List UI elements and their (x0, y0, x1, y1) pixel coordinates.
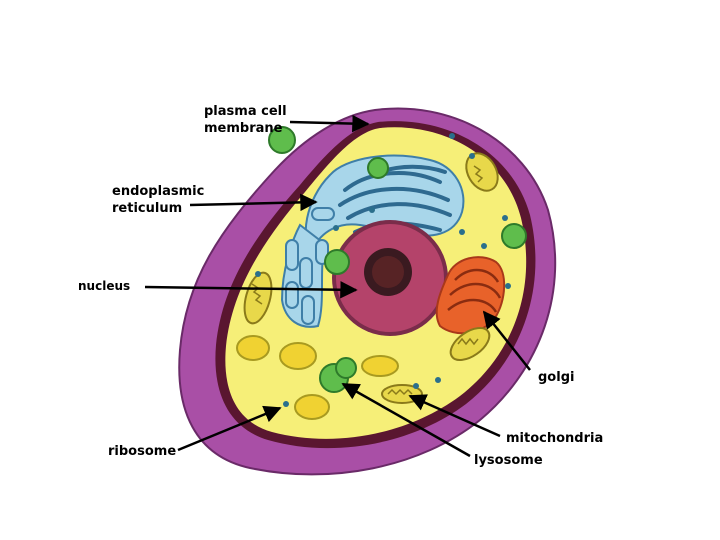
arrow-ribosome (177, 405, 282, 452)
label-plasma-membrane-line2: membrane (204, 121, 283, 136)
vesicles (236, 335, 399, 420)
label-plasma-membrane-line1: plasma cell (204, 104, 287, 119)
label-ribosome: ribosome (108, 444, 177, 459)
arrow-golgi (482, 310, 531, 371)
label-mitochondria: mitochondria (506, 431, 604, 446)
label-lysosome: lysosome (474, 453, 543, 468)
label-nucleus: nucleus (78, 279, 131, 293)
mitochondria-cristae (251, 165, 484, 396)
arrow-nucleus (144, 281, 358, 299)
ribosomes (255, 133, 511, 407)
arrow-er (189, 193, 318, 212)
label-er-line2: reticulum (112, 201, 183, 216)
arrow-lysosome (341, 382, 471, 458)
lysosomes (268, 126, 527, 393)
label-plasma-membrane: plasma cell membrane (204, 103, 287, 137)
label-golgi: golgi (538, 370, 575, 385)
label-er-line1: endoplasmic (112, 184, 205, 199)
arrow-plasma-membrane (289, 114, 370, 133)
nucleus (332, 220, 448, 336)
label-endoplasmic-reticulum: endoplasmic reticulum (112, 183, 204, 217)
arrow-mitochondria (408, 394, 501, 438)
